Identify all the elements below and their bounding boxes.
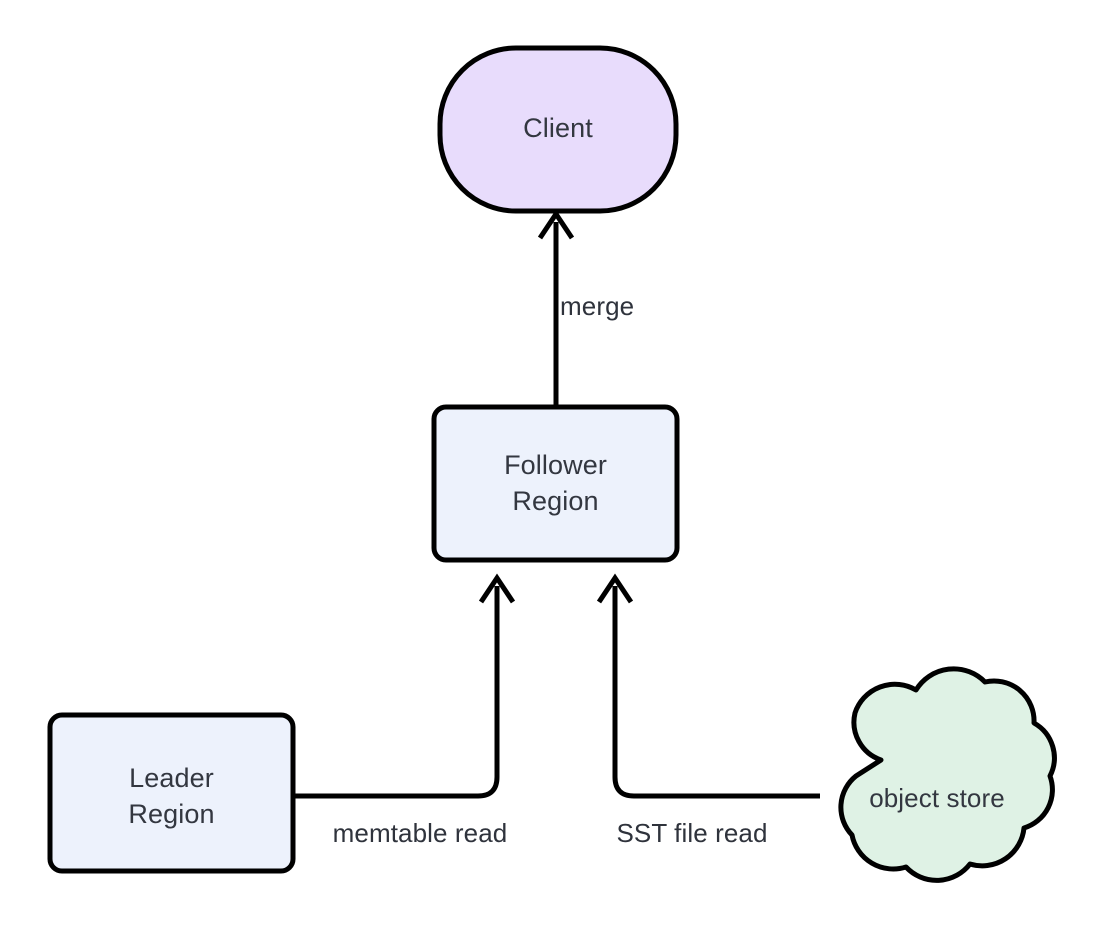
node-follower-region[interactable] [431, 404, 680, 563]
cloud-icon[interactable] [838, 666, 1057, 883]
edge-sst-file-read-line [612, 586, 820, 799]
edge-merge [537, 209, 575, 407]
node-object-store[interactable] [838, 666, 1057, 883]
node-client[interactable] [437, 45, 679, 214]
edge-merge-arrowhead [537, 209, 575, 240]
edge-memtable-read-line [293, 586, 500, 799]
edge-memtable-read-arrowhead [478, 573, 516, 604]
edge-sst-file-read-arrowhead [596, 573, 634, 604]
node-leader-region[interactable] [47, 712, 296, 874]
edge-sst-file-read [596, 573, 820, 799]
edge-memtable-read [293, 573, 516, 799]
